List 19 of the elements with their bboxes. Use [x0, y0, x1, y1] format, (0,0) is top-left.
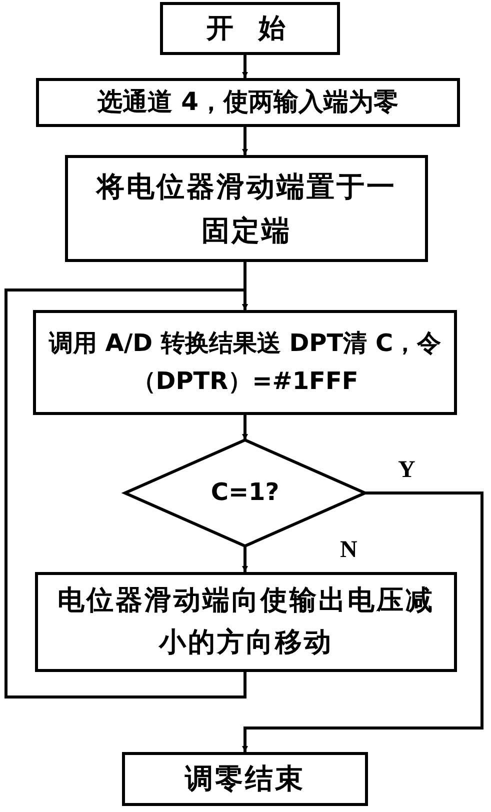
node-label: 调用 A/D 转换结果送 DPT清 C，令（DPTR）=#1FFF — [48, 328, 442, 396]
process-box — [35, 572, 457, 672]
node-label: 选通道 4，使两输入端为零 — [97, 86, 399, 118]
arrow — [4, 288, 248, 698]
arrow — [242, 127, 248, 155]
arrow — [242, 415, 248, 440]
arrow — [242, 546, 248, 572]
node-label: C=1? — [210, 477, 280, 508]
process-box — [65, 155, 428, 262]
process-box — [160, 2, 340, 55]
process-box — [122, 752, 368, 806]
node-label: 开 始 — [206, 12, 294, 46]
node-label: 调零结束 — [185, 761, 305, 798]
node-label: 将电位器滑动端置于一固定端 — [96, 169, 396, 248]
arrow — [242, 492, 484, 752]
arrow — [242, 55, 248, 78]
node-label: 电位器滑动端向使输出电压减小的方向移动 — [56, 584, 436, 660]
process-box — [33, 310, 457, 415]
process-box — [36, 78, 460, 127]
